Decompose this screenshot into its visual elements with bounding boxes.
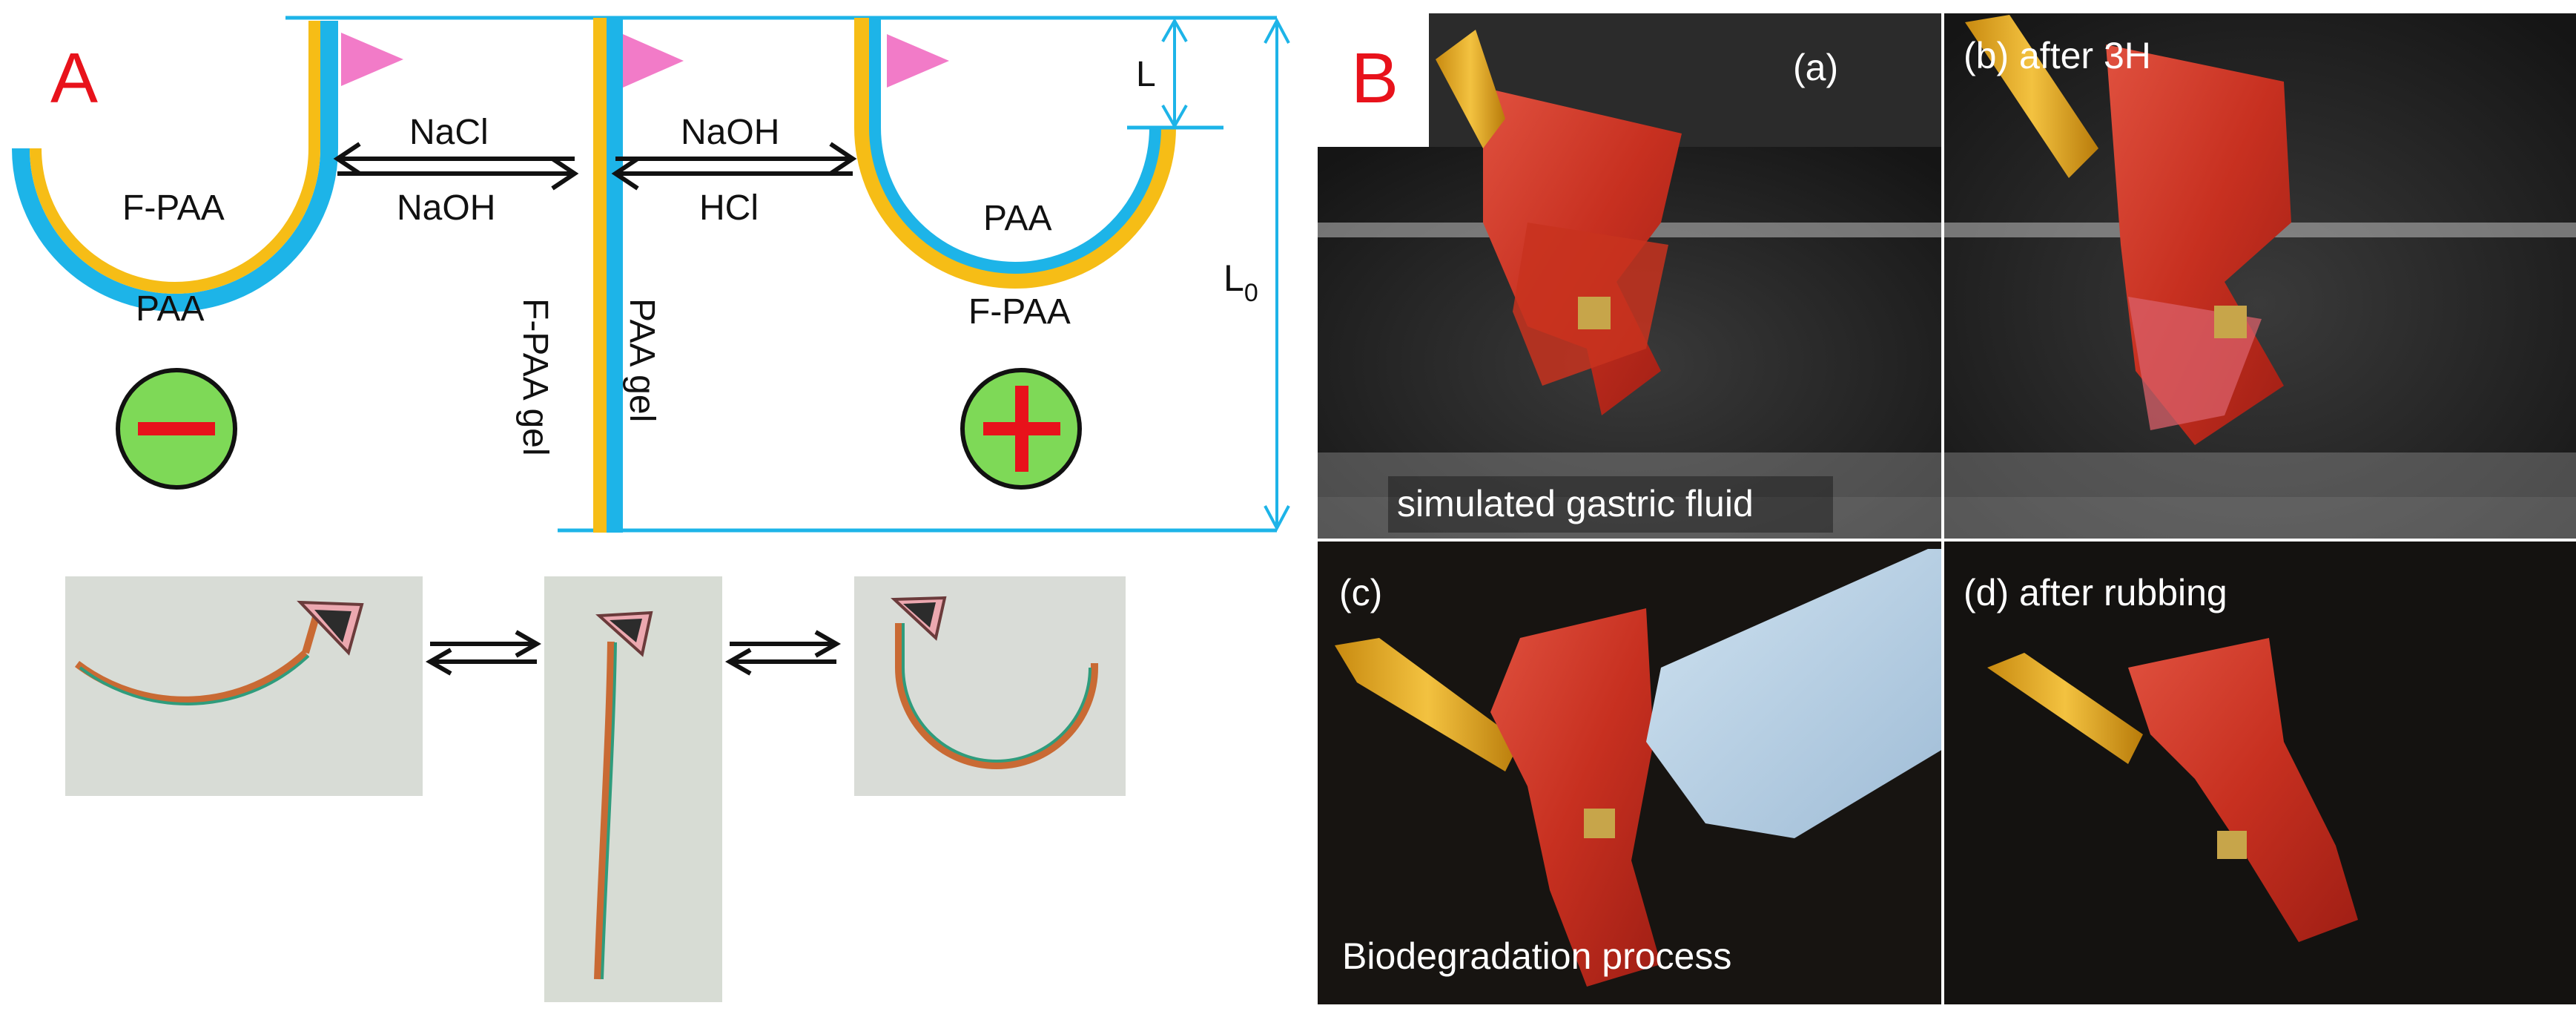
negative-charge-icon	[116, 368, 237, 490]
center-paa-gel-label: PAA gel	[622, 298, 661, 422]
panel-a: A F-PAA PAA NaCl NaOH	[12, 16, 1290, 1002]
left-fpaa-label: F-PAA	[122, 188, 225, 228]
photo-left-bent	[65, 576, 423, 796]
photo-c	[1318, 540, 1943, 1004]
dimension-l0-main: L	[1223, 257, 1244, 299]
caption-a: (a)	[1793, 47, 1838, 88]
caption-d: (d) after rubbing	[1964, 572, 2227, 613]
photo-b	[1943, 13, 2576, 540]
naoh-left-label: NaOH	[397, 188, 495, 228]
panel-a-letter: A	[50, 39, 98, 118]
right-fpaa-label: F-PAA	[968, 292, 1071, 332]
right-paa-label: PAA	[983, 199, 1051, 238]
caption-fluid: simulated gastric fluid	[1397, 483, 1754, 524]
left-paa-label: PAA	[136, 289, 204, 329]
flag-icon	[623, 34, 684, 88]
photo-arrows-left	[425, 630, 542, 676]
panel-b-letter: B	[1351, 39, 1398, 118]
left-bent-strip	[12, 21, 403, 312]
dimension-l	[1127, 17, 1223, 130]
center-straight-strip	[593, 18, 684, 533]
photo-center-straight	[544, 576, 722, 1002]
nacl-label: NaCl	[409, 113, 489, 152]
flag-icon	[887, 34, 949, 88]
flag-icon	[341, 33, 403, 86]
photo-arrows-right	[724, 630, 842, 676]
panel-b-letter-box	[1318, 13, 1429, 147]
naoh-right-label: NaOH	[681, 113, 779, 152]
positive-charge-icon	[960, 368, 1082, 490]
caption-process: Biodegradation process	[1342, 935, 1731, 977]
right-bent-strip	[854, 18, 1176, 289]
hcl-label: HCl	[699, 188, 759, 228]
dimension-l-label: L	[1136, 55, 1156, 94]
dimension-l0-subscript: 0	[1244, 279, 1258, 307]
caption-c: (c)	[1339, 572, 1382, 613]
right-equilibrium-arrows	[611, 142, 857, 191]
caption-b: (b) after 3H	[1964, 35, 2151, 76]
center-fpaa-gel-label: F-PAA gel	[515, 298, 555, 456]
dimension-l0-label: L0	[1223, 257, 1258, 307]
left-equilibrium-arrows	[333, 142, 579, 191]
photo-a	[1318, 13, 1943, 540]
fluid-caption-box	[1388, 476, 1833, 533]
dimension-l0	[1264, 17, 1290, 532]
photo-d	[1943, 540, 2576, 1004]
panel-b: B (a) simulated gastric fluid	[1318, 13, 2576, 1004]
photo-right-bent	[854, 576, 1126, 796]
